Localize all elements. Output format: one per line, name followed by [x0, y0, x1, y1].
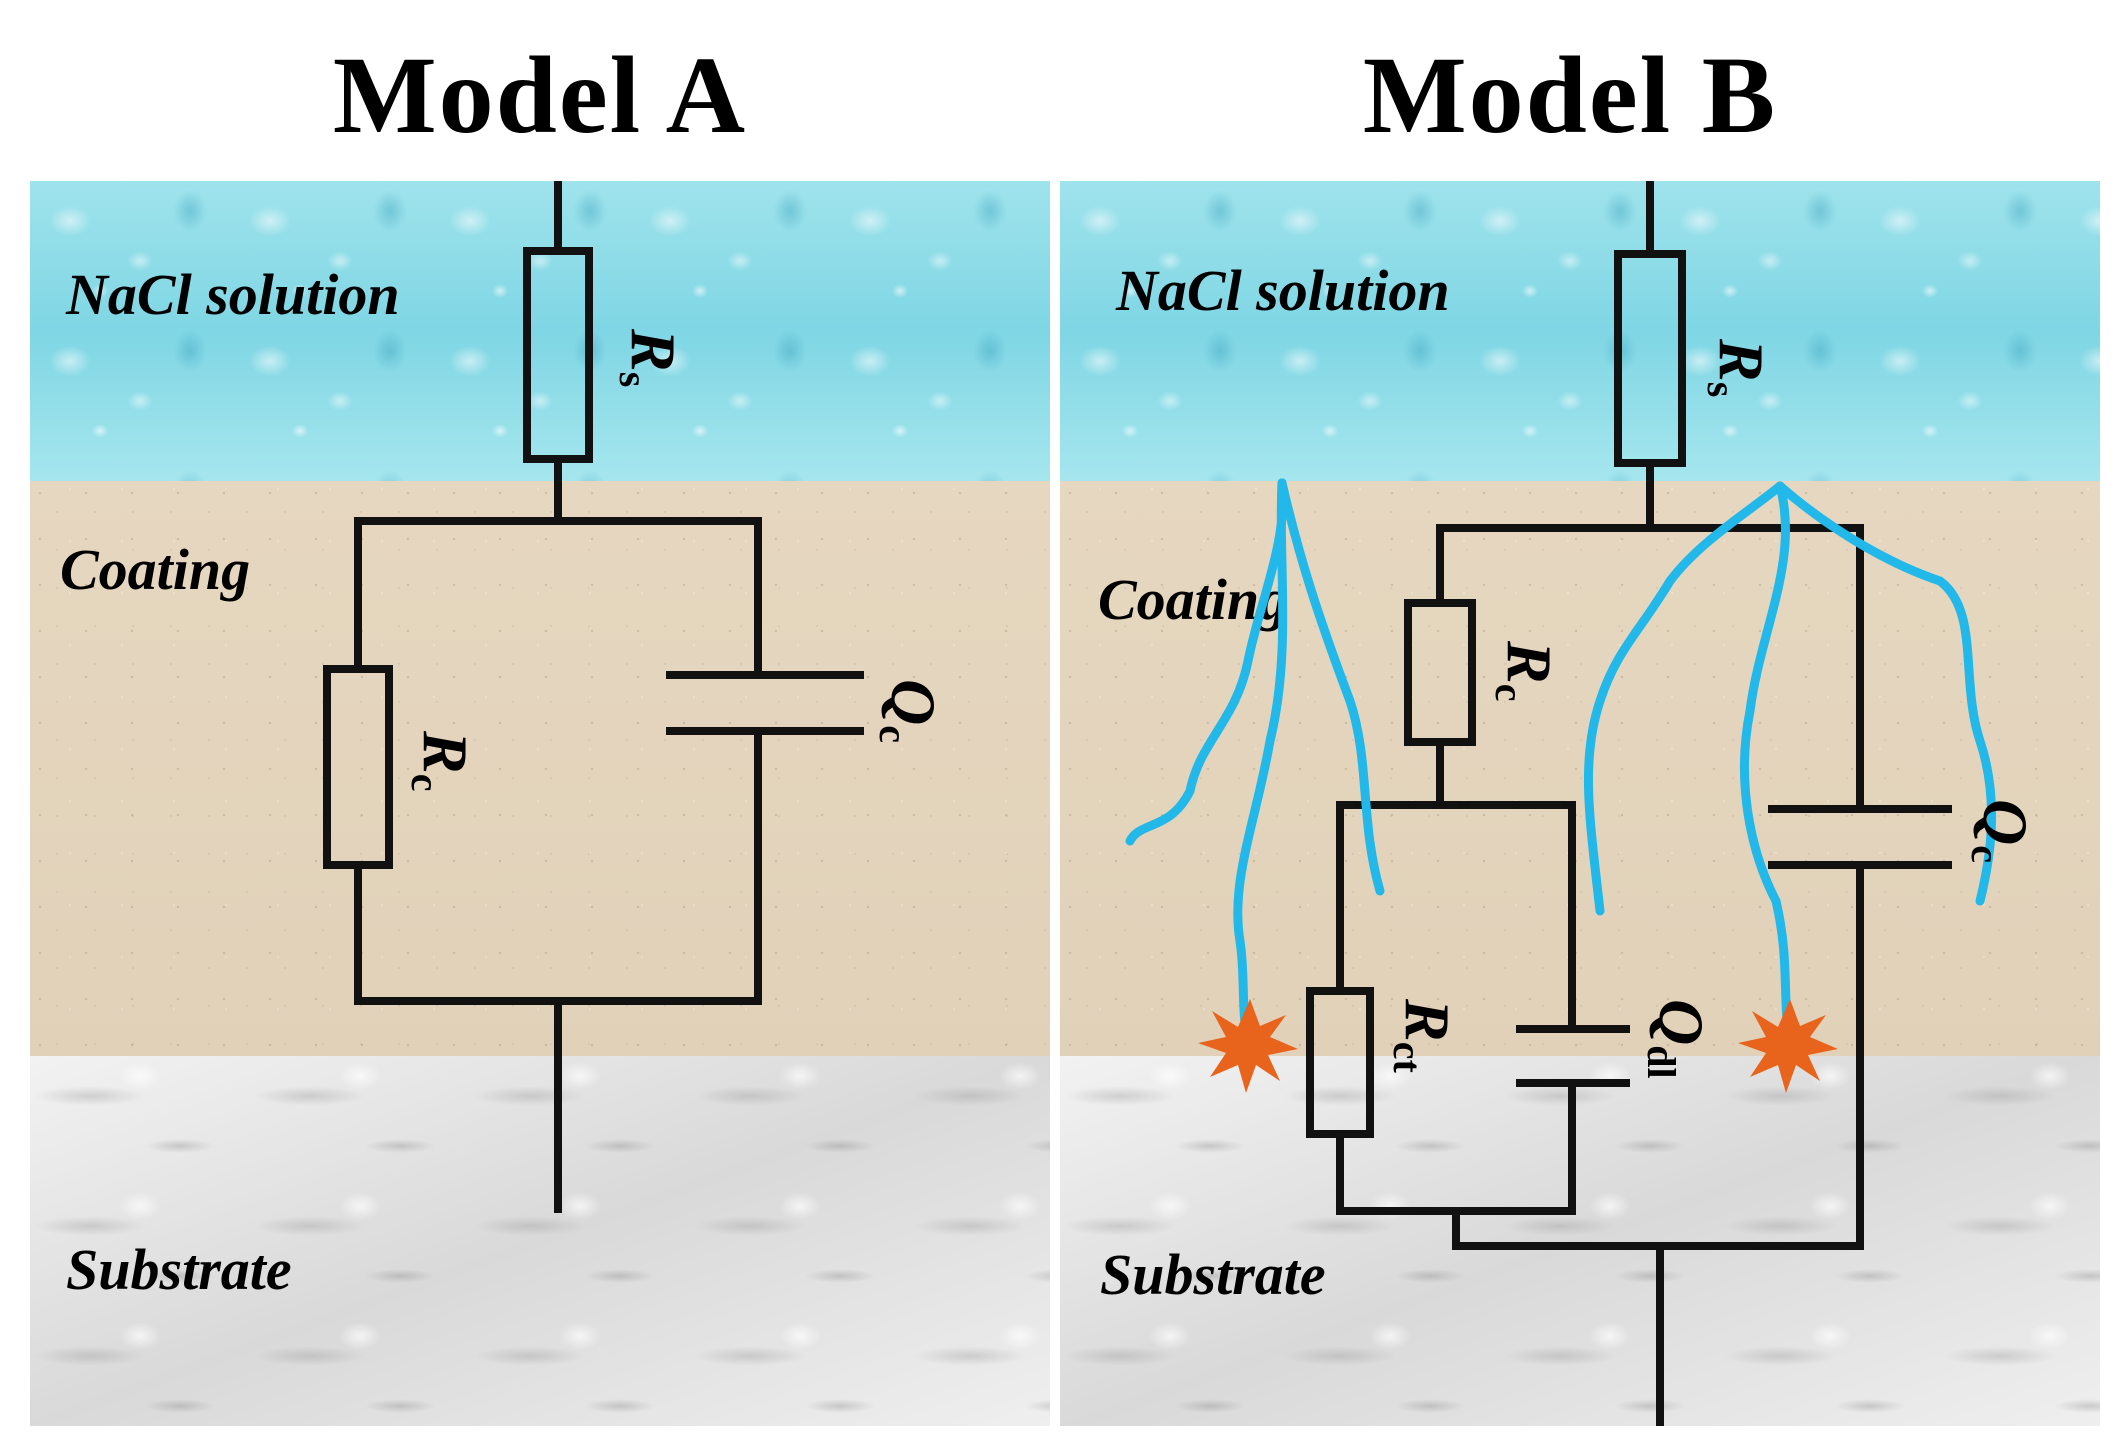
resistor-rct [1306, 987, 1374, 1138]
label-rs: Rs [1699, 338, 1777, 397]
model-a-title: Model A [332, 34, 748, 156]
coating-label: Coating [60, 537, 251, 602]
model-b-circuit: Rs Rc Rct Qdl Qc [1125, 181, 2041, 1426]
corrosion-spot [1738, 999, 1838, 1093]
model-b-title: Model B [1362, 34, 1778, 156]
substrate-label: Substrate [1100, 1242, 1326, 1307]
label-rc: Rc [1487, 640, 1565, 701]
coating-cracks [1125, 478, 1996, 1046]
resistor-rs [1614, 250, 1686, 467]
label-qc: Qc [871, 679, 949, 743]
label-qc: Qc [1963, 799, 2041, 863]
solution-label: NaCl solution [1116, 258, 1450, 323]
crack [1739, 481, 1795, 1046]
label-rs: Rs [611, 328, 689, 387]
solution-layer [30, 181, 1050, 481]
crack [1583, 481, 1785, 916]
model-a-circuit: Rs Rc Qc [323, 181, 949, 1213]
coating-layer [30, 481, 1050, 1056]
label-rct: Rct [1385, 998, 1463, 1073]
crack [1125, 478, 1288, 846]
substrate-layer [30, 1056, 1050, 1426]
resistor-rc [323, 665, 393, 869]
solution-layer [1060, 181, 2100, 481]
model-a-panel: NaCl solution Coating Substrate Rs Rc Qc [30, 181, 1050, 1426]
label-qdl: Qdl [1639, 999, 1717, 1079]
crack [1775, 481, 1996, 906]
substrate-label: Substrate [66, 1237, 292, 1302]
substrate-layer [1060, 1056, 2100, 1426]
resistor-rs [523, 247, 593, 463]
crack [1277, 478, 1385, 896]
crack [1233, 478, 1288, 1046]
solution-label: NaCl solution [66, 262, 400, 327]
resistor-rc [1404, 599, 1476, 746]
corrosion-spot [1198, 999, 1298, 1093]
model-b-panel: NaCl solution Coating Substrate [1060, 181, 2100, 1426]
label-rc: Rc [403, 730, 481, 791]
